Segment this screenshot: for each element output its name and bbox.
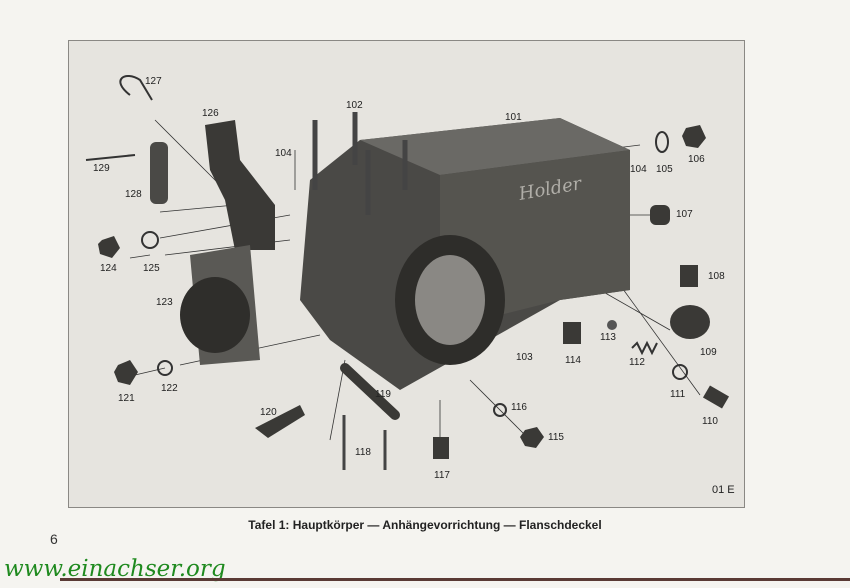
plug-114	[563, 322, 581, 344]
elbow-109	[670, 305, 710, 339]
plug-108	[680, 265, 698, 287]
label-114: 114	[565, 355, 581, 366]
label-113: 113	[600, 332, 616, 343]
shaft-119	[340, 363, 400, 420]
label-105: 105	[656, 164, 673, 175]
figure-caption: Tafel 1: Hauptkörper — Anhängevorrichtun…	[248, 518, 602, 532]
label-117: 117	[434, 470, 450, 481]
label-103: 103	[516, 352, 533, 363]
plate-id: 01 E	[712, 484, 735, 496]
washer-111	[672, 364, 688, 380]
plug-117	[433, 437, 449, 459]
label-125: 125	[143, 263, 160, 274]
watermark-url: www.einachser.org	[4, 556, 226, 582]
label-126: 126	[202, 108, 219, 119]
studs	[312, 112, 408, 215]
hitch-bracket	[205, 120, 275, 250]
nut-124	[98, 236, 120, 258]
nut-115	[520, 427, 544, 448]
main-housing: Holder	[300, 112, 630, 390]
label-110: 110	[702, 416, 718, 427]
hitch-pin	[150, 142, 168, 204]
flange-cover	[180, 245, 260, 365]
label-127: 127	[145, 76, 162, 87]
label-116: 116	[511, 402, 527, 413]
label-119: 119	[375, 389, 391, 400]
label-112: 112	[629, 357, 645, 368]
label-111: 111	[670, 389, 686, 400]
label-104-right: 104	[630, 164, 647, 175]
label-109: 109	[700, 347, 717, 358]
nut-106	[682, 125, 706, 148]
label-115: 115	[548, 432, 564, 443]
label-120: 120	[260, 407, 277, 418]
part-labels: 101 102 103 104 104 105 106 107 108 109 …	[93, 76, 725, 481]
ball-113	[607, 320, 617, 330]
label-118: 118	[355, 447, 371, 458]
label-121: 121	[118, 393, 135, 404]
spring-112	[631, 340, 658, 356]
plug-107	[650, 205, 670, 225]
label-122: 122	[161, 383, 178, 394]
label-108: 108	[708, 271, 725, 282]
label-107: 107	[676, 209, 693, 220]
lever-120	[255, 405, 305, 438]
lock-washer-125	[141, 231, 159, 249]
label-101: 101	[505, 112, 522, 123]
page-number: 6	[50, 531, 58, 547]
label-128: 128	[125, 189, 142, 200]
cotter-pin	[85, 154, 136, 161]
washer-122	[157, 360, 173, 376]
label-102: 102	[346, 100, 363, 111]
spring-clip	[119, 75, 153, 101]
label-124: 124	[100, 263, 117, 274]
bolt-110	[702, 385, 730, 409]
washer-105	[655, 131, 669, 153]
label-123: 123	[156, 297, 173, 308]
scan-edge	[60, 578, 850, 581]
washer-116	[493, 403, 507, 417]
label-106: 106	[688, 154, 705, 165]
label-129: 129	[93, 163, 110, 174]
label-104-left: 104	[275, 148, 292, 159]
nut-121	[114, 360, 138, 385]
